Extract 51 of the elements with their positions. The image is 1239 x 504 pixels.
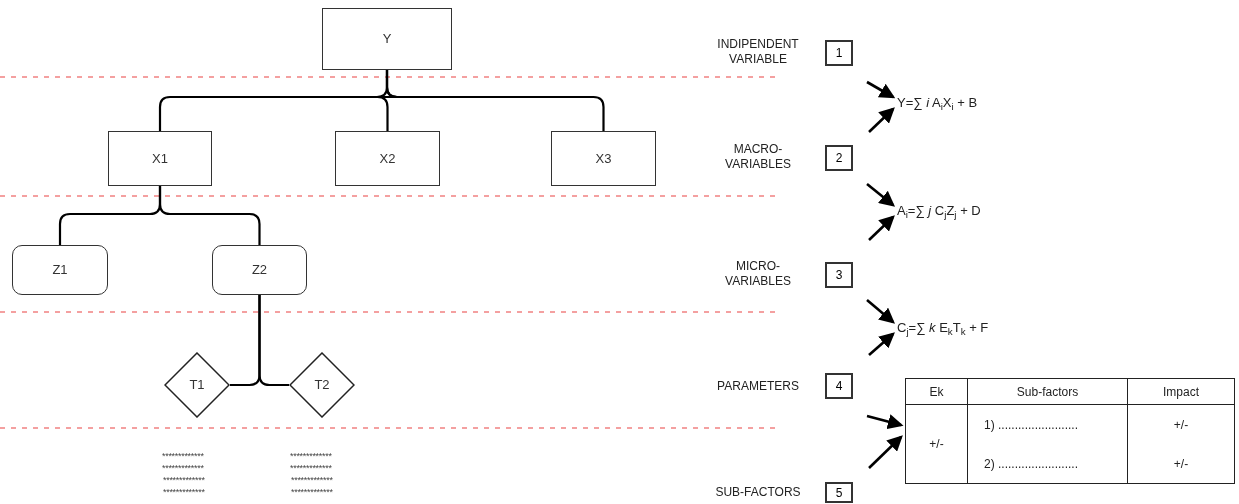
arrow xyxy=(866,183,895,207)
level-label: SUB-FACTORS xyxy=(714,484,802,500)
node-label: T2 xyxy=(314,376,330,395)
process-box: Y xyxy=(322,8,452,70)
node-label: T1 xyxy=(189,376,205,395)
rounded-box: Z2 xyxy=(212,245,307,295)
level-label: MACRO- VARIABLES xyxy=(724,141,792,173)
level-label: PARAMETERS xyxy=(716,378,800,394)
placeholder-marks: ************* xyxy=(162,464,204,473)
process-box: X2 xyxy=(335,131,440,186)
table-cell-text: +/- xyxy=(1172,455,1190,473)
table-cell: Impact xyxy=(1128,379,1234,405)
arrow xyxy=(866,299,895,324)
level-label: INDIPENDENT VARIABLE xyxy=(716,36,800,68)
level-number-box: 4 xyxy=(825,373,853,399)
level-number-box: 2 xyxy=(825,145,853,171)
placeholder-marks: ************* xyxy=(291,488,333,497)
placeholder-marks: ************* xyxy=(291,476,333,485)
arrow xyxy=(868,215,895,241)
arrow xyxy=(868,332,895,356)
placeholder-marks: ************* xyxy=(163,476,205,485)
arrow xyxy=(866,80,896,99)
arrow xyxy=(868,107,895,133)
table-cell: +/- xyxy=(906,405,968,483)
decision-diamond xyxy=(164,352,230,418)
table-cell: 2) ........................ xyxy=(968,444,1128,483)
table-cell: Ek xyxy=(906,379,968,405)
placeholder-marks: ************* xyxy=(162,452,204,461)
decision-diamond xyxy=(289,352,355,418)
formula: A$_{i}$=∑ j C$_{j}$Z$_{j}$ + D xyxy=(897,200,1037,222)
connector-line xyxy=(385,70,605,131)
data-table xyxy=(905,378,1235,484)
table-cell: 1) ........................ xyxy=(968,405,1128,444)
placeholder-marks: ************* xyxy=(290,452,332,461)
table-cell-text: +/- xyxy=(1172,416,1190,434)
level-number-box: 1 xyxy=(825,40,853,66)
arrow xyxy=(866,414,904,430)
table-cell: Sub-factors xyxy=(968,379,1128,405)
formula: C$_{j}$=∑ k E$_{k}$T$_{k}$ + F xyxy=(897,317,1047,339)
level-label: MICRO- VARIABLES xyxy=(724,258,792,290)
placeholder-marks: ************* xyxy=(163,488,205,497)
level-number-box: 5 xyxy=(825,482,853,503)
placeholder-marks: ************* xyxy=(290,464,332,473)
rounded-box: Z1 xyxy=(12,245,108,295)
process-box: X3 xyxy=(551,131,656,186)
connector-line xyxy=(158,186,261,245)
process-box: X1 xyxy=(108,131,212,186)
formula: Y=∑ i A$_{i}$X$_{i}$ + B xyxy=(897,92,1037,114)
level-number-box: 3 xyxy=(825,262,853,288)
arrow xyxy=(868,435,903,469)
connector-line xyxy=(258,295,289,387)
